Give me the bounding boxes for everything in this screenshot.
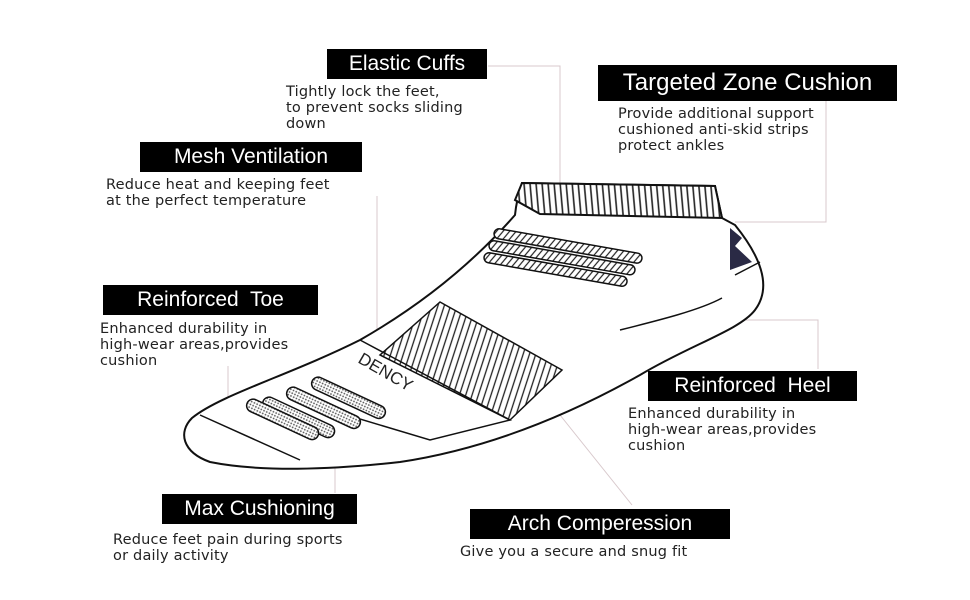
elastic-cuff xyxy=(513,181,724,220)
feature-desc-elastic-cuffs: Tightly lock the feet, to prevent socks … xyxy=(286,84,463,132)
feature-desc-reinforced-toe: Enhanced durability in high-wear areas,p… xyxy=(100,321,289,369)
feature-desc-reinforced-heel: Enhanced durability in high-wear areas,p… xyxy=(628,406,817,454)
feature-title-arch-compression: Arch Comperession xyxy=(470,509,730,539)
feature-desc-targeted-zone-cushion: Provide additional support cushioned ant… xyxy=(618,106,814,154)
feature-title-reinforced-toe: Reinforced Toe xyxy=(103,285,318,315)
feature-title-mesh-ventilation: Mesh Ventilation xyxy=(140,142,362,172)
feature-title-targeted-zone-cushion: Targeted Zone Cushion xyxy=(598,65,897,101)
feature-title-max-cushioning: Max Cushioning xyxy=(162,494,357,524)
feature-desc-mesh-ventilation: Reduce heat and keeping feet at the perf… xyxy=(106,177,330,209)
feature-title-reinforced-heel: Reinforced Heel xyxy=(648,371,857,401)
mesh-ventilation-strips xyxy=(245,376,387,441)
heel-accent xyxy=(730,228,752,270)
feature-title-elastic-cuffs: Elastic Cuffs xyxy=(327,49,487,79)
cushion-strips xyxy=(483,228,643,287)
feature-desc-max-cushioning: Reduce feet pain during sports or daily … xyxy=(113,532,343,564)
feature-desc-arch-compression: Give you a secure and snug fit xyxy=(460,544,688,560)
